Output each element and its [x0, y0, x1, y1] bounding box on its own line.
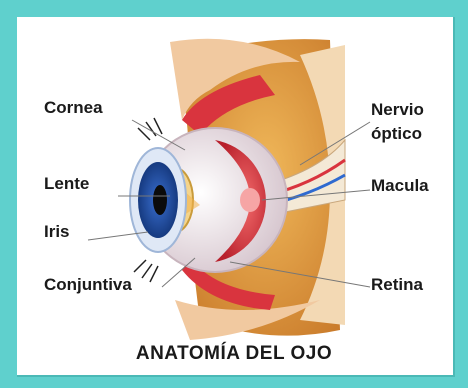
leader-cornea	[132, 120, 185, 150]
label-optico: óptico	[371, 124, 422, 144]
label-macula: Macula	[371, 176, 429, 196]
label-nervio: Nervio	[371, 100, 424, 120]
label-conjuntiva: Conjuntiva	[44, 275, 132, 295]
label-cornea: Cornea	[44, 98, 103, 118]
diagram-title: ANATOMÍA DEL OJO	[0, 343, 468, 365]
label-iris: Iris	[44, 222, 70, 242]
macula-spot	[240, 188, 260, 212]
label-retina: Retina	[371, 275, 423, 295]
label-lente: Lente	[44, 174, 89, 194]
pupil	[153, 185, 167, 215]
